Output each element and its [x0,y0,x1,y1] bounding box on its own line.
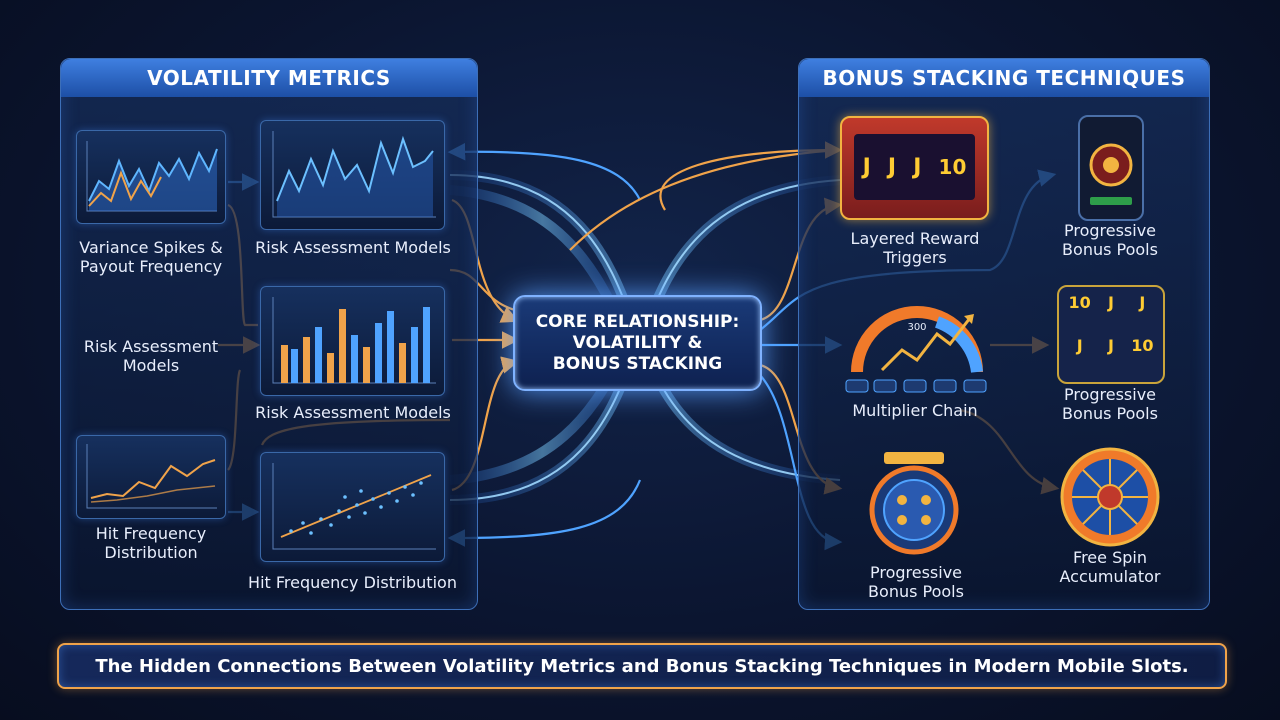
reel-symbol: J [1076,335,1083,355]
progressive-top-label: Progressive Bonus Pools [1062,221,1158,259]
slot-symbol: 10 [938,155,967,179]
risk-mid-bar-chart [272,297,436,384]
bonus-disc-graphic [869,452,959,555]
bonus-stacking-title: BONUS STACKING TECHNIQUES [799,59,1209,97]
risk-mid-chart-card [260,286,445,396]
phone-wheel-image [1078,115,1144,221]
volatility-metrics-title: VOLATILITY METRICS [61,59,477,97]
reel-symbol: J [1139,293,1146,312]
reel-symbol: 10 [1131,335,1154,355]
reel-symbol: 10 [1068,293,1091,312]
free-spin-wheel-graphic [1060,447,1160,547]
variance-chart-card [76,130,226,224]
footer-caption: The Hidden Connections Between Volatilit… [57,643,1227,689]
slot-reels: J J J 10 [854,134,975,200]
risk-top-chart-card [260,120,445,230]
reel-symbol: J [1108,293,1114,312]
hit-side-line-chart [86,444,217,509]
hit-side-label: Hit Frequency Distribution [95,524,207,562]
multiplier-gauge-graphic: 300 [845,306,987,393]
reel-symbol: J [1108,335,1114,355]
risk-top-line-chart [272,131,436,218]
hit-bottom-label: Hit Frequency Distribution [248,573,457,592]
hit-bottom-scatter-chart [272,463,436,550]
slot-machine-image: J J J 10 [840,116,989,220]
risk-mid-label: Risk Assessment Models [255,403,451,422]
gauge-value: 300 [907,322,926,333]
phone-wheel-graphic [1089,143,1133,205]
risk-side-label: Risk Assessment Models [83,337,219,375]
slot-symbol: J [913,154,922,180]
progressive-bottom-label: Progressive Bonus Pools [868,563,964,601]
bonus-disc-image [864,450,964,555]
variance-label: Variance Spikes & Payout Frequency [79,238,223,276]
core-line-3: BONUS STACKING [552,353,723,374]
slot-symbol: J [887,154,897,180]
layered-reward-label: Layered Reward Triggers [850,229,980,267]
slot-symbol: J [862,154,871,180]
hit-bottom-chart-card [260,452,445,562]
slot-reels-image: 10 J J J J 10 [1057,285,1165,384]
reel-grid: 10 J J J J 10 [1059,287,1163,382]
variance-line-chart [86,141,218,212]
free-spin-wheel-image [1058,445,1162,549]
risk-top-label: Risk Assessment Models [255,238,451,257]
free-spin-label: Free Spin Accumulator [1059,548,1161,586]
core-relationship-box: CORE RELATIONSHIP: VOLATILITY & BONUS ST… [513,295,762,391]
progressive-mid-label: Progressive Bonus Pools [1062,385,1158,423]
multiplier-chain-label: Multiplier Chain [852,401,978,420]
multiplier-gauge-image: 300 [842,300,992,395]
core-line-2: VOLATILITY & [572,332,703,353]
core-line-1: CORE RELATIONSHIP: [535,311,740,332]
hit-side-chart-card [76,435,226,519]
